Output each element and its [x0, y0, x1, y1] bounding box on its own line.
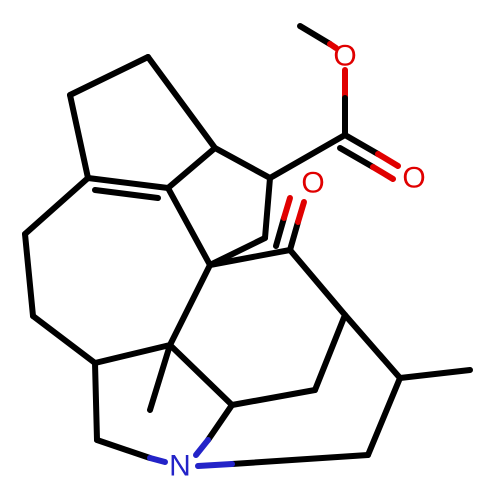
amine-nitrogen-label: N: [169, 450, 191, 483]
bond-left-n-n: [147, 455, 168, 465]
ester-carbonyl-oxygen-label: O: [402, 162, 425, 195]
atom-amine-nitrogen: N: [169, 450, 191, 483]
bond-ketone-co-b-o: [281, 195, 293, 221]
bond-ester-carbonyl-a-o: [375, 151, 401, 169]
atom-carbonyl-oxygen-ester: O: [402, 162, 425, 195]
bond-quat-methyl: [147, 342, 173, 413]
bond-top-ring-4: [67, 92, 91, 181]
bond-right-5-n: [195, 461, 235, 469]
bond-ketone-co-a-c: [287, 219, 301, 253]
bond-methyl-ester-o: [297, 23, 333, 47]
ketone-oxygen-label: O: [301, 167, 324, 200]
bond-top-ring-3: [165, 145, 218, 191]
bond-right-2: [229, 387, 318, 408]
bond-ester-carbonyl-a-c: [342, 132, 381, 157]
bond-methyl-right: [397, 367, 473, 381]
bond-n-ch-c: [205, 402, 235, 443]
atom-ester-oxygen: O: [333, 40, 356, 73]
bond-five-ring-1: [212, 145, 273, 181]
bond-right-3: [342, 312, 403, 381]
bond-seven-ring-5: [167, 262, 213, 348]
bond-five-ring-4: [165, 185, 213, 268]
bond-seven-ring-3: [30, 313, 98, 366]
bond-right-5-c: [229, 452, 371, 467]
bond-seven-ring-2: [22, 231, 36, 319]
bond-ester-carbonyl-b-c: [337, 145, 376, 170]
atom-ketone-oxygen: O: [301, 167, 324, 200]
ester-oxygen-label: O: [333, 40, 356, 73]
bond-five-ring-2: [262, 175, 273, 241]
bond-left-n-c: [94, 437, 153, 461]
bond-ketone-chain: [207, 247, 293, 268]
bond-right-4: [365, 375, 403, 458]
bond-double-inner: [92, 187, 161, 201]
bond-seven-ring-4: [92, 342, 173, 366]
bond-double-outer: [85, 175, 171, 191]
bond-ketone-co-a-o: [295, 199, 307, 225]
bond-top-ring-1: [67, 54, 151, 98]
bond-seven-ring-1: [22, 175, 91, 237]
bond-top-ring-2: [145, 54, 218, 151]
bond-quat-to-ch: [167, 342, 235, 408]
bond-ester-carbonyl-b-o: [370, 164, 396, 182]
bond-ketone-co-b-c: [273, 215, 287, 249]
bond-ester-c-ring: [267, 132, 348, 181]
bond-right-1: [312, 312, 348, 393]
bond-n-ch-n: [193, 437, 211, 458]
bond-ketone-c-right: [287, 247, 348, 318]
bond-ester-o-segment: [327, 41, 339, 51]
bond-left-ch2-n-c: [92, 360, 100, 443]
